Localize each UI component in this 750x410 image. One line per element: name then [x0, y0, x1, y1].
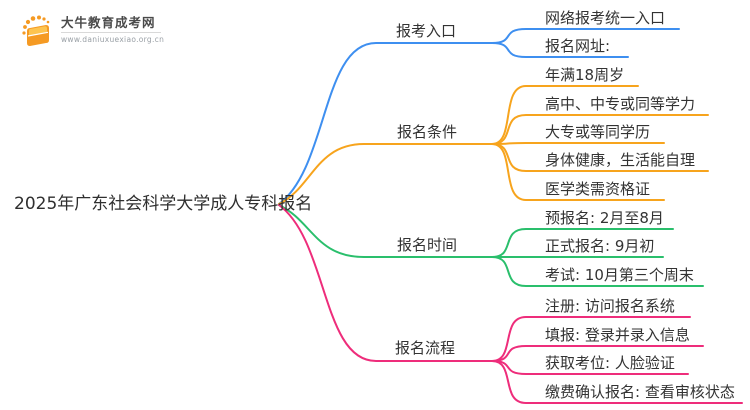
branch-3-curve	[278, 204, 493, 362]
child-node-label[interactable]: 报名网址:	[545, 37, 611, 55]
child-line-1-2	[491, 142, 665, 145]
branch-label-registration-requirements[interactable]: 报名条件	[397, 123, 458, 141]
child-node-label[interactable]: 填报: 登录并录入信息	[545, 326, 690, 344]
child-line-3-3	[491, 360, 743, 404]
logo-divider	[61, 32, 161, 33]
child-node-label[interactable]: 获取考位: 人脸验证	[545, 354, 675, 372]
branch-1-curve	[278, 143, 493, 205]
child-line-0-1	[491, 42, 629, 58]
child-node-label[interactable]: 医学类需资格证	[545, 180, 651, 198]
child-node-label[interactable]: 网络报考统一入口	[545, 9, 666, 27]
logo-book-icon	[22, 15, 50, 46]
branch-0-curve	[278, 42, 493, 205]
child-node-label[interactable]: 高中、中专或同等学力	[545, 95, 696, 113]
child-node-label[interactable]: 正式报名: 9月初	[545, 237, 655, 255]
child-line-3-0	[491, 316, 691, 362]
central-topic[interactable]: 2025年广东社会科学大学成人专科报名	[14, 194, 313, 214]
branch-label-registration-entry[interactable]: 报考入口	[396, 22, 457, 40]
child-node-label[interactable]: 年满18周岁	[545, 66, 625, 84]
child-line-2-0	[491, 228, 674, 258]
brand-logo[interactable]: 大牛教育成考网 www.daniuxuexiao.org.cn	[18, 12, 178, 52]
child-line-1-1	[491, 114, 709, 145]
branch-label-registration-time[interactable]: 报名时间	[397, 236, 458, 254]
child-node-label[interactable]: 注册: 访问报名系统	[545, 297, 675, 315]
brand-url[interactable]: www.daniuxuexiao.org.cn	[61, 35, 165, 44]
child-node-label[interactable]: 大专或等同学历	[545, 123, 651, 141]
child-line-2-2	[491, 256, 704, 287]
brand-name: 大牛教育成考网	[61, 15, 156, 30]
child-line-1-0	[491, 85, 639, 145]
child-node-label[interactable]: 预报名: 2月至8月	[545, 209, 664, 227]
child-node-label[interactable]: 身体健康，生活能自理	[545, 151, 696, 169]
child-node-label[interactable]: 缴费确认报名: 查看审核状态	[545, 383, 735, 401]
child-line-1-4	[491, 143, 665, 201]
branch-label-registration-process[interactable]: 报名流程	[395, 339, 456, 357]
child-node-label[interactable]: 考试: 10月第三个周末	[545, 266, 694, 284]
branch-2-curve	[278, 204, 493, 258]
